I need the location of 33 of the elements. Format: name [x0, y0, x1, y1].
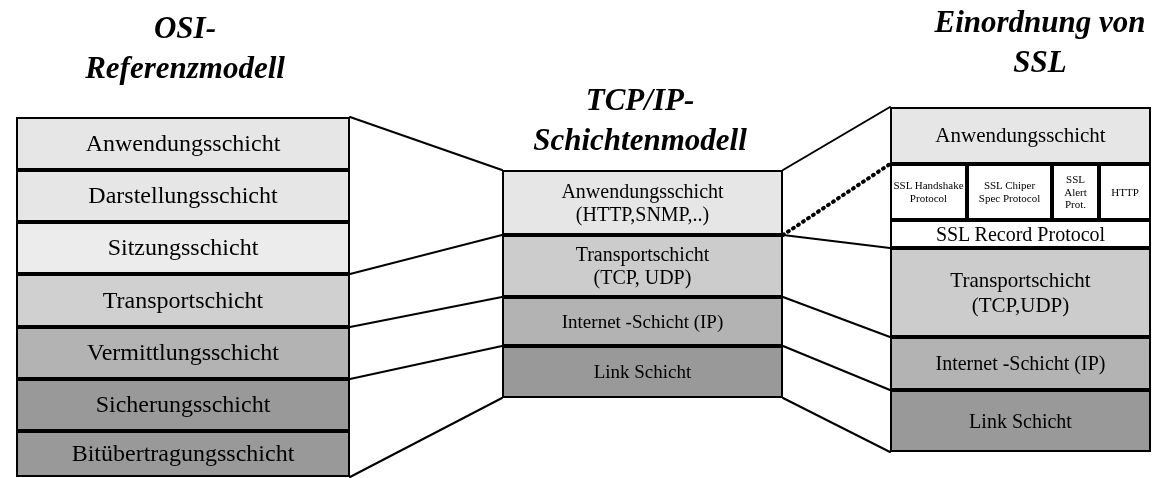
layer-box: Anwendungsschicht: [16, 117, 350, 170]
connector-line: [782, 106, 891, 171]
connector-line: [782, 397, 891, 453]
layer-box: Sitzungsschicht: [16, 222, 350, 274]
layer-box: SSL Handshake Protocol: [890, 164, 967, 220]
layer-box: SSL Record Protocol: [890, 220, 1151, 248]
column-heading: TCP/IP- Schichtenmodell: [532, 81, 748, 160]
connector-line: [782, 296, 891, 338]
layer-box: Bitübertragungsschicht: [16, 431, 350, 477]
layer-box: HTTP: [1099, 164, 1151, 220]
connector-line: [782, 345, 891, 391]
layer-box: Link Schicht: [502, 346, 783, 398]
connector-line: [349, 234, 503, 275]
layer-box: Link Schicht: [890, 390, 1151, 452]
layer-box: SSL Alert Prot.: [1052, 164, 1099, 220]
layer-box: Anwendungsschicht (HTTP,SNMP,..): [502, 170, 783, 235]
column-heading: OSI- Referenzmodell: [84, 9, 286, 88]
layer-box: Transportschicht (TCP, UDP): [502, 235, 783, 297]
column-heading: Einordnung von SSL: [933, 3, 1147, 82]
layer-box: Sicherungsschicht: [16, 379, 350, 431]
layer-box: Transportschicht (TCP,UDP): [890, 248, 1151, 337]
layer-box: Darstellungsschicht: [16, 170, 350, 222]
connector-line: [349, 116, 503, 171]
connector-line: [349, 397, 503, 478]
connector-line: [349, 345, 503, 380]
layer-box: Vermittlungsschicht: [16, 327, 350, 379]
connector-line: [782, 234, 891, 249]
layer-box: Transportschicht: [16, 274, 350, 327]
connector-line: [349, 296, 503, 328]
layer-box: Anwendungsschicht: [890, 107, 1151, 164]
layer-box: Internet -Schicht (IP): [502, 297, 783, 346]
layer-box: Internet -Schicht (IP): [890, 337, 1151, 390]
layer-box: SSL Chiper Spec Protocol: [967, 164, 1052, 220]
